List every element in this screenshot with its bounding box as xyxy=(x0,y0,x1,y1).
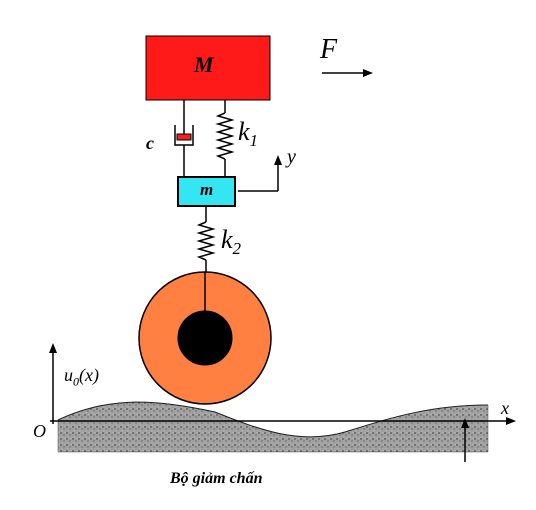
force-F-label: F xyxy=(320,34,338,65)
origin-label: O xyxy=(33,421,46,441)
road-height-marker-arrowhead xyxy=(461,418,469,428)
spring-k2 xyxy=(196,221,216,261)
force-arrowhead xyxy=(363,69,373,77)
y-axis-label: y xyxy=(287,146,296,168)
mass-m-box xyxy=(177,176,236,207)
road-profile-label-sub: 0 xyxy=(73,374,79,389)
road-profile-label: u0(x) xyxy=(64,365,99,390)
road-profile-label-base: u xyxy=(64,365,73,385)
spring-k1-label: k1 xyxy=(238,117,258,151)
spring-k1-label-base: k xyxy=(238,117,250,146)
spring-k1 xyxy=(215,112,235,160)
spring-k1-label-sub: 1 xyxy=(249,131,259,151)
spring-k2-label-sub: 2 xyxy=(232,239,242,259)
u0-axis-arrowhead xyxy=(49,343,57,353)
mass-m-label: m xyxy=(200,180,214,199)
x-axis-label: x xyxy=(501,398,509,418)
damper-piston xyxy=(176,133,192,141)
spring-k2-label: k2 xyxy=(221,225,241,259)
caption: Bộ giảm chấn xyxy=(170,470,263,487)
x-axis-arrowhead xyxy=(506,417,516,425)
road-ground xyxy=(57,401,489,453)
y-axis-arrowhead xyxy=(274,155,282,165)
mass-M-label: M xyxy=(194,52,214,77)
road-profile-label-arg: (x) xyxy=(79,365,99,385)
spring-k2-label-base: k xyxy=(221,225,233,254)
damper-c-label: c xyxy=(146,133,154,153)
road-profile-curve xyxy=(57,401,489,438)
mass-M-box xyxy=(145,35,271,101)
